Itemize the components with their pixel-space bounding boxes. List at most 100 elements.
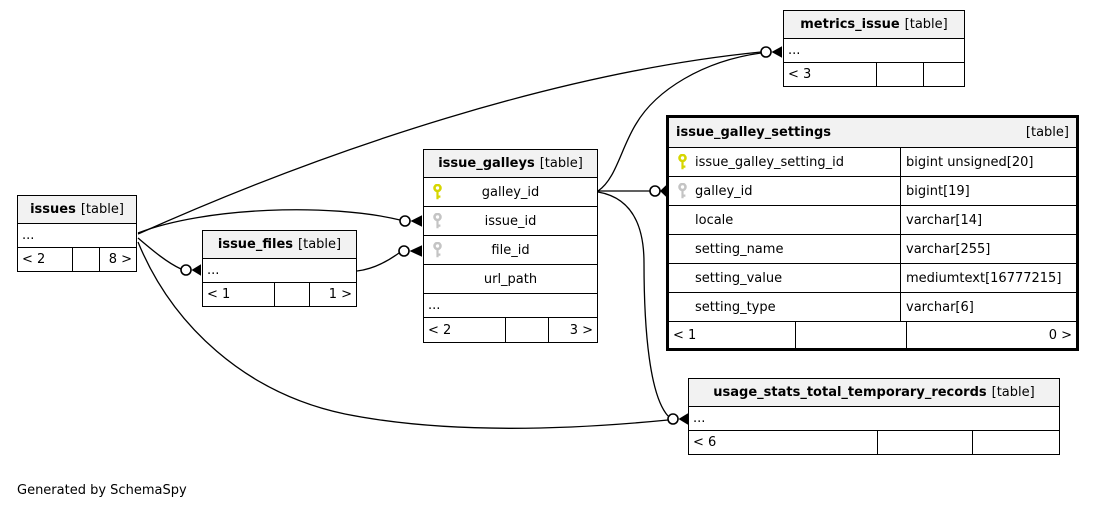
column-label: file_id (491, 242, 530, 258)
table-issues-name: issues (30, 202, 76, 217)
column-label: url_path (483, 271, 538, 287)
stats-spacer (505, 318, 548, 342)
endpoint-circle-galley-settings (649, 185, 661, 197)
stats-spacer (795, 322, 906, 348)
table-metrics-issue-name: metrics_issue (800, 17, 900, 32)
stats-spacer (876, 63, 923, 86)
parent-count: < 1 (207, 287, 231, 302)
child-count: 8 > (99, 248, 136, 271)
endpoint-arrow-usage-stats (678, 413, 688, 425)
endpoint-circle-file-id (398, 245, 410, 257)
table-metrics-issue-stats: < 3 (784, 62, 964, 86)
foreign-key-icon (432, 241, 443, 258)
table-issue-galley-settings[interactable]: issue_galley_settings [table] issue_gall… (666, 115, 1079, 351)
table-issue-galleys-suffix: [table] (539, 156, 583, 171)
foreign-key-icon (677, 182, 688, 199)
table-usage-stats-header[interactable]: usage_stats_total_temporary_records [tab… (689, 379, 1059, 406)
generator-credit: Generated by SchemaSpy (17, 483, 187, 498)
parent-count: < 6 (693, 435, 717, 450)
table-issue-galley-settings-stats: < 1 0 > (669, 321, 1076, 348)
table-issues[interactable]: issues [table] ... < 2 8 > (17, 195, 137, 272)
edge-issue-galleys-to-metrics-issue (597, 52, 762, 192)
table-issue-galleys[interactable]: issue_galleys [table] galley_id issue_id… (423, 149, 598, 343)
column-label: setting_name (695, 241, 784, 257)
parent-count: < 2 (428, 322, 452, 338)
table-issue-files-suffix: [table] (298, 237, 342, 252)
column-issue-id: issue_id (424, 206, 597, 235)
column-label: galley_id (481, 184, 540, 200)
table-issues-header[interactable]: issues [table] (18, 196, 136, 223)
column-type: varchar[6] (906, 299, 974, 315)
table-issue-galley-settings-name: issue_galley_settings (676, 125, 832, 140)
column-type: bigint[19] (906, 183, 970, 199)
table-issue-galley-settings-header[interactable]: issue_galley_settings [table] (669, 118, 1076, 147)
endpoint-arrow-issue-id (410, 215, 422, 227)
table-usage-stats-ellipsis: ... (689, 406, 1059, 430)
table-issue-files-name: issue_files (217, 237, 294, 252)
edge-issue-galleys-to-usage-stats (597, 191, 669, 417)
column-type: varchar[14] (906, 212, 983, 228)
endpoint-arrow-issue-files (191, 264, 201, 276)
parent-count: < 2 (22, 252, 46, 267)
child-count (923, 63, 964, 86)
foreign-key-icon (432, 212, 443, 229)
column-galley-id: galley_id (424, 177, 597, 206)
primary-key-icon (677, 153, 688, 170)
endpoint-arrow-metrics-issue (771, 46, 782, 58)
table-issues-stats: < 2 8 > (18, 247, 136, 271)
edge-issues-to-issue-galleys (137, 209, 401, 234)
edge-issue-files-to-issue-galleys (356, 252, 400, 272)
table-metrics-issue-header[interactable]: metrics_issue [table] (784, 11, 964, 38)
column-label: issue_id (484, 213, 537, 229)
column-type: bigint unsigned[20] (906, 154, 1034, 170)
table-usage-stats-stats: < 6 (689, 430, 1059, 454)
table-metrics-issue-suffix: [table] (904, 17, 948, 32)
table-issue-files-header[interactable]: issue_files [table] (203, 231, 356, 258)
stats-spacer (72, 248, 99, 271)
table-usage-stats-suffix: [table] (991, 385, 1035, 400)
endpoint-circle-issue-id (399, 215, 411, 227)
table-issues-suffix: [table] (80, 202, 124, 217)
table-usage-stats-name: usage_stats_total_temporary_records (713, 385, 987, 400)
table-issue-files-stats: < 1 1 > (203, 282, 356, 306)
table-issue-galley-settings-suffix: [table] (1025, 125, 1069, 140)
column-label: setting_type (695, 299, 776, 315)
column-locale: locale varchar[14] (669, 205, 1076, 234)
edge-issues-to-usage-stats (137, 241, 669, 429)
endpoint-circle-issue-files (180, 264, 192, 276)
parent-count: < 3 (788, 67, 812, 82)
child-count: 0 > (906, 322, 1076, 348)
endpoint-arrow-file-id (409, 245, 422, 257)
table-issue-files[interactable]: issue_files [table] ... < 1 1 > (202, 230, 357, 307)
column-issue-galley-setting-id: issue_galley_setting_id bigint unsigned[… (669, 147, 1076, 176)
column-file-id: file_id (424, 235, 597, 264)
child-count: 3 > (548, 318, 597, 342)
endpoint-arrow-galley-settings (660, 185, 666, 197)
table-issue-galleys-header[interactable]: issue_galleys [table] (424, 150, 597, 177)
table-issue-galleys-stats: < 2 3 > (424, 317, 597, 342)
table-metrics-issue-ellipsis: ... (784, 38, 964, 62)
column-label: issue_galley_setting_id (695, 154, 844, 170)
column-label: galley_id (695, 183, 753, 199)
column-label: locale (695, 212, 734, 228)
primary-key-icon (432, 183, 443, 200)
table-usage-stats-total-temporary-records[interactable]: usage_stats_total_temporary_records [tab… (688, 378, 1060, 455)
table-issues-ellipsis: ... (18, 223, 136, 247)
column-type: varchar[255] (906, 241, 991, 257)
table-issue-galleys-name: issue_galleys (438, 156, 535, 171)
column-type: mediumtext[16777215] (906, 270, 1062, 286)
table-metrics-issue[interactable]: metrics_issue [table] ... < 3 (783, 10, 965, 87)
parent-count: < 1 (673, 327, 697, 343)
edge-issues-to-issue-files (137, 237, 182, 270)
child-count: 1 > (309, 283, 356, 306)
column-setting-value: setting_value mediumtext[16777215] (669, 263, 1076, 292)
edge-issues-to-metrics-issue (137, 51, 762, 235)
column-setting-type: setting_type varchar[6] (669, 292, 1076, 321)
table-issue-files-ellipsis: ... (203, 258, 356, 282)
endpoint-circle-metrics-issue (760, 46, 772, 58)
column-url-path: url_path (424, 264, 597, 293)
child-count (972, 431, 1059, 454)
column-setting-name: setting_name varchar[255] (669, 234, 1076, 263)
table-issue-galleys-ellipsis: ... (424, 293, 597, 317)
